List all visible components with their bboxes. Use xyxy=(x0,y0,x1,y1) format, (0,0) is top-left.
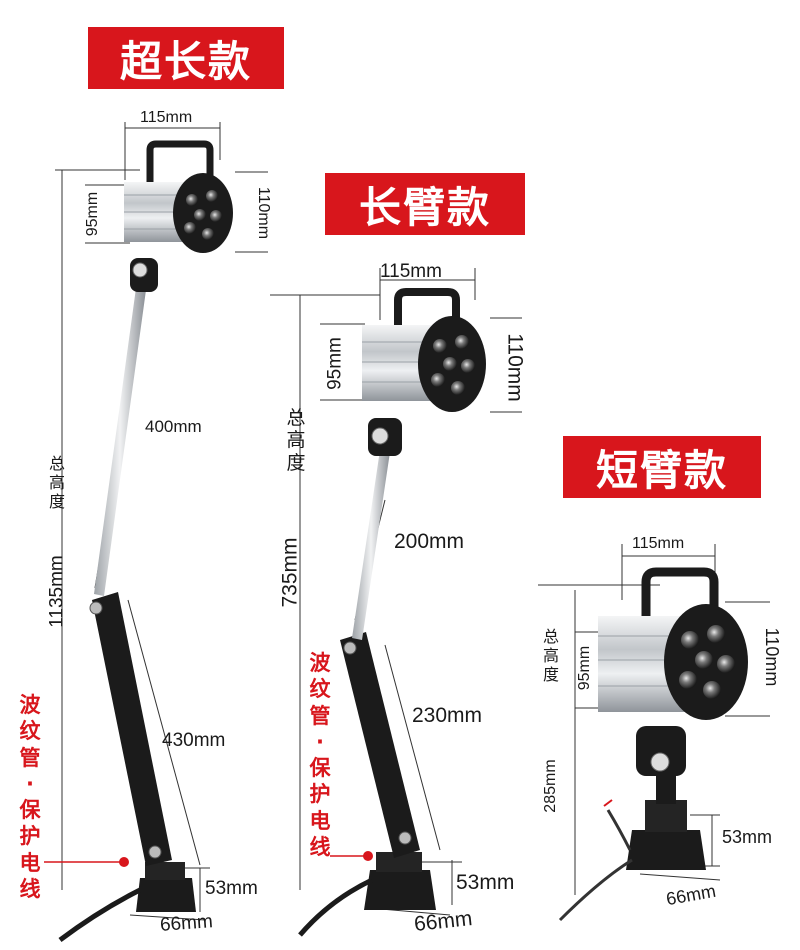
long-head-diameter: 110mm xyxy=(503,333,527,402)
long-base-height: 53mm xyxy=(456,871,515,894)
short-total-label: 总高度 xyxy=(542,627,559,684)
ext-lower-arm-length: 430mm xyxy=(162,730,226,751)
title-banner-extra-long: 超长款 xyxy=(88,27,284,89)
long-total-label: 总高度 xyxy=(286,407,306,474)
long-upper-arm-length: 200mm xyxy=(394,530,465,553)
long-lower-arm-length: 230mm xyxy=(412,704,483,727)
ext-upper-arm-length: 400mm xyxy=(145,417,202,436)
short-head-width: 115mm xyxy=(632,535,685,552)
ext-cable-note: 波纹管·保护电线 xyxy=(19,693,41,901)
title-banner-long-arm: 长臂款 xyxy=(325,173,525,235)
ext-head-diameter: 110mm xyxy=(255,186,272,240)
lamp-short-arm xyxy=(538,544,770,922)
short-head-diameter: 110mm xyxy=(762,627,782,687)
long-head-width: 115mm xyxy=(380,261,442,282)
short-head-height: 95mm xyxy=(576,645,593,691)
long-total-height: 735mm xyxy=(278,537,302,608)
short-base-height: 53mm xyxy=(722,827,773,847)
short-total-height: 285mm xyxy=(542,759,559,813)
ext-head-height: 95mm xyxy=(84,191,101,237)
ext-head-width: 115mm xyxy=(140,109,193,126)
long-head-height: 95mm xyxy=(324,337,346,390)
long-cable-note: 波纹管·保护电线 xyxy=(309,651,331,859)
lamp-extra-long xyxy=(44,122,268,943)
ext-total-height: 1135mm xyxy=(46,555,68,628)
ext-base-height: 53mm xyxy=(205,878,258,899)
ext-base-width: 66mm xyxy=(159,911,214,936)
lamp-long-arm xyxy=(270,268,522,937)
title-banner-short-arm: 短臂款 xyxy=(563,436,761,498)
ext-total-label: 总高度 xyxy=(48,454,65,511)
